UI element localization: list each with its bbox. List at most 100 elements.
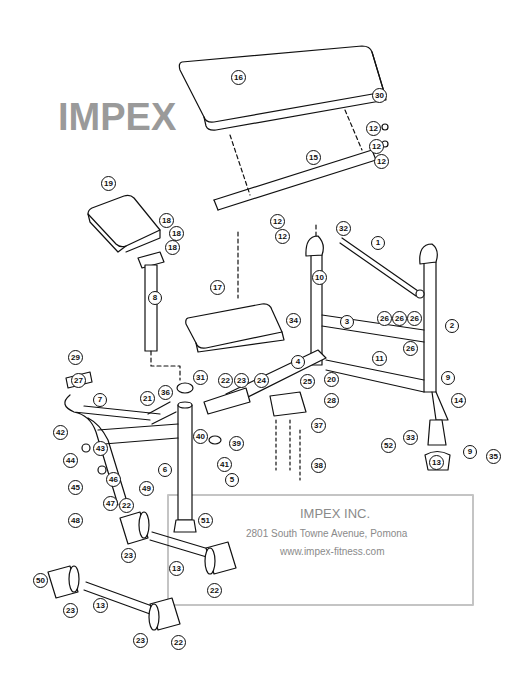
callout-circle: 35 [486,449,501,464]
callout-number: 12 [369,125,378,133]
callout-circle: 29 [68,350,83,365]
callout-circle: 9 [441,371,455,385]
callout-number: 46 [109,476,118,484]
callout-circle: 7 [93,393,107,407]
main-beam [204,350,326,480]
callout-number: 23 [66,607,75,615]
callout-circle: 11 [372,351,387,366]
callout-circle: 22 [171,635,186,650]
callout-number: 38 [314,462,323,470]
callout-number: 12 [372,143,381,151]
callout-circle: 46 [106,472,121,487]
backrest-tubes [214,110,388,210]
callout-circle: 34 [286,313,301,328]
callout-number: 14 [454,397,463,405]
callout-circle: 45 [68,480,83,495]
callout-number: 35 [489,453,498,461]
callout-number: 18 [168,244,177,252]
callout-number: 37 [314,422,323,430]
callout-circle: 50 [33,573,48,588]
callout-circle: 18 [159,213,174,228]
callout-circle: 13 [93,598,108,613]
watermark-text: 2801 South Towne Avenue, Pomona [246,528,407,539]
callout-number: 40 [196,433,205,441]
callout-circle: 33 [403,430,418,445]
callout-circle: 41 [217,457,232,472]
callout-number: 26 [410,315,419,323]
callout-number: 23 [237,377,246,385]
callout-circle: 22 [207,583,222,598]
callout-number: 20 [327,376,336,384]
callout-circle: 21 [140,391,155,406]
callout-number: 26 [406,345,415,353]
callout-number: 41 [220,461,229,469]
callout-number: 22 [221,377,230,385]
callout-circle: 12 [275,229,290,244]
callout-circle: 15 [306,150,321,165]
callout-number: 19 [104,180,113,188]
watermark-box [168,495,473,605]
callout-number: 42 [56,429,65,437]
callout-circle: 14 [451,393,466,408]
callout-circle: 40 [193,429,208,444]
callout-circle: 49 [139,481,154,496]
callout-number: 47 [106,500,115,508]
callout-circle: 27 [71,373,86,388]
callout-circle: 26 [407,311,422,326]
callout-number: 24 [257,377,266,385]
callout-circle: 51 [198,513,213,528]
callout-circle: 18 [165,240,180,255]
callout-number: 3 [345,318,349,326]
callout-circle: 8 [148,291,162,305]
preacher-post [138,252,180,380]
callout-circle: 28 [324,393,339,408]
callout-circle: 13 [169,561,184,576]
callout-circle: 10 [312,270,327,285]
callout-circle: 47 [103,496,118,511]
callout-circle: 37 [311,418,326,433]
callout-number: 9 [468,448,472,456]
callout-circle: 23 [133,633,148,648]
callout-number: 21 [143,395,152,403]
callout-number: 6 [163,466,167,474]
callout-circle: 22 [119,498,134,513]
callout-number: 51 [201,517,210,525]
callout-number: 49 [142,485,151,493]
callout-circle: 20 [324,372,339,387]
callout-number: 23 [124,552,133,560]
callout-number: 33 [406,434,415,442]
callout-number: 17 [213,284,222,292]
backrest-pad [179,46,386,130]
callout-circle: 3 [340,315,354,329]
callout-number: 34 [289,317,298,325]
callout-circle: 17 [210,280,225,295]
callout-circle: 23 [121,548,136,563]
seat-pad [186,232,284,352]
callout-number: 8 [153,294,157,302]
callout-number: 5 [230,476,234,484]
callout-circle: 39 [229,436,244,451]
callout-number: 31 [196,374,205,382]
callout-number: 13 [432,459,441,467]
callout-circle: 31 [193,370,208,385]
callout-circle: 12 [366,121,381,136]
callout-circle: 13 [429,455,444,470]
callout-number: 27 [74,377,83,385]
uprights [306,222,450,470]
callout-number: 9 [446,374,450,382]
callout-number: 12 [278,233,287,241]
callout-number: 25 [303,378,312,386]
callout-circle: 9 [463,445,477,459]
callout-circle: 16 [231,70,246,85]
callout-circle: 19 [101,176,116,191]
callout-number: 26 [395,315,404,323]
callout-number: 2 [450,322,454,330]
callout-number: 22 [174,639,183,647]
callout-number: 15 [309,154,318,162]
callout-circle: 36 [158,385,173,400]
callout-number: 11 [375,355,383,363]
callout-circle: 4 [291,355,305,369]
callout-number: 13 [172,565,181,573]
callout-number: 50 [36,577,45,585]
callout-number: 52 [384,442,393,450]
